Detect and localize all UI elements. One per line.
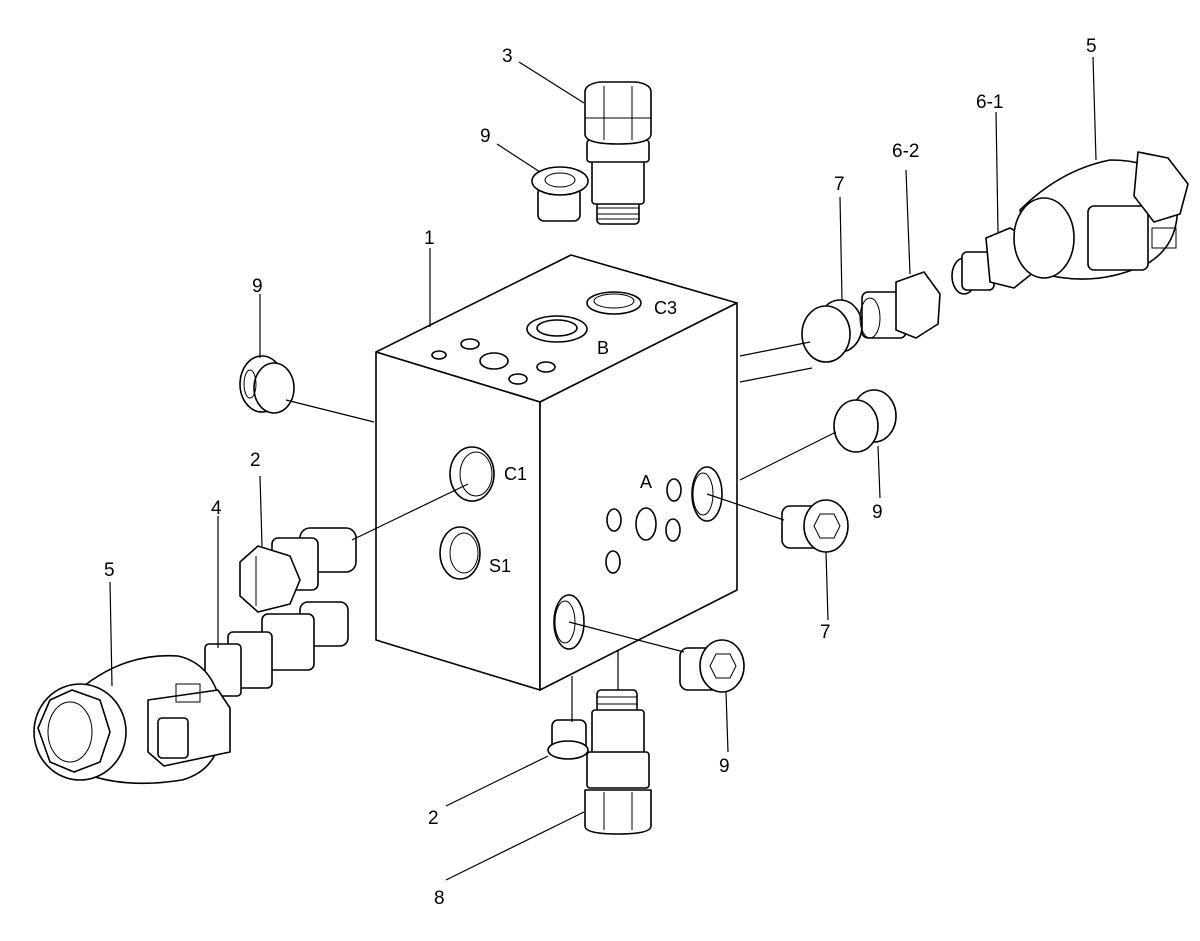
callout-8: 8 [434,888,445,909]
callout-4: 4 [211,498,222,519]
part-9-plug-top [531,166,589,222]
part-3-cartridge [584,81,652,225]
callout-5-right: 5 [1086,36,1097,57]
part-2-plug-bottom [547,719,589,760]
part-6-2-adapter [859,271,941,339]
callout-9-bottom: 9 [719,756,730,777]
callout-2-left: 2 [250,450,261,471]
callout-9-right: 9 [872,502,883,523]
callout-labels: 3 9 1 9 2 4 5 5 6-1 6-2 7 9 7 9 2 8 [104,36,1097,909]
part-9-plug-right [833,389,897,453]
callout-1: 1 [424,228,435,249]
part-7-plug-top [801,299,863,363]
callout-6-2: 6-2 [892,141,919,162]
port-label-c1: C1 [504,464,527,484]
manifold-block [375,254,738,691]
part-7-plug-right [781,499,849,553]
part-8-cartridge [584,689,652,835]
part-9-plug-left [239,355,295,414]
port-label-b: B [597,338,609,358]
part-9-plug-bottom [679,639,745,693]
part-5-coil-left [33,654,231,785]
port-label-c3: C3 [654,298,677,318]
port-label-s1: S1 [489,556,511,576]
callout-7-right: 7 [820,622,831,643]
callout-7-top: 7 [834,174,845,195]
callout-5-left: 5 [104,560,115,581]
callout-9-left: 9 [252,276,263,297]
part-2-plug-left [239,527,357,613]
callout-6-1: 6-1 [976,92,1003,113]
port-label-a: A [640,472,652,492]
leader-lines [109,56,1097,881]
part-5-coil-right [1013,151,1189,280]
part-4-cartridge [204,601,349,697]
callout-3: 3 [502,46,513,67]
callout-2-bottom: 2 [428,808,439,829]
callout-9-top: 9 [480,126,491,147]
port-labels: B C3 C1 S1 A [489,298,677,576]
